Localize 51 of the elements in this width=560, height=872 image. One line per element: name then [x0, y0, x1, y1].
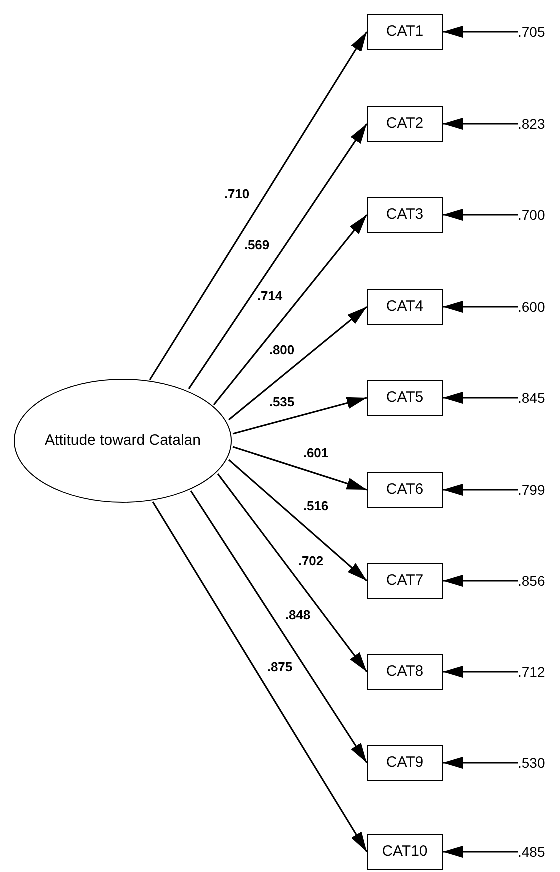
observed-variable-box: CAT8	[367, 654, 443, 690]
edge-label: .601	[303, 446, 329, 460]
error-value: .485	[518, 842, 558, 862]
error-value: .712	[518, 662, 558, 682]
arrow	[443, 575, 518, 587]
error-value: .600	[518, 297, 558, 317]
edge-label: .710	[224, 188, 250, 200]
edge-label: .714	[257, 290, 283, 302]
arrow	[213, 214, 368, 406]
error-value: .823	[518, 114, 558, 134]
arrow	[190, 490, 368, 764]
arrow	[232, 446, 368, 491]
error-value: .856	[518, 571, 558, 591]
arrow	[443, 392, 518, 404]
edge-label: .702	[298, 554, 324, 568]
arrow	[217, 474, 368, 672]
arrow	[188, 124, 368, 390]
edge-label: .569	[244, 238, 270, 252]
observed-variable-box: CAT9	[367, 745, 443, 781]
observed-variable-box: CAT3	[367, 197, 443, 233]
observed-variable-box: CAT1	[367, 14, 443, 50]
arrow	[443, 26, 518, 38]
arrow	[232, 397, 368, 435]
error-value: .530	[518, 753, 558, 773]
arrow	[152, 502, 368, 852]
observed-variable-box: CAT5	[367, 380, 443, 416]
edge-label: .800	[269, 344, 295, 356]
error-value: .845	[518, 388, 558, 408]
error-value: .799	[518, 480, 558, 500]
arrow	[228, 306, 368, 421]
arrow	[443, 846, 518, 858]
arrow	[443, 118, 518, 130]
edge-label: .875	[267, 660, 293, 674]
error-value: .705	[518, 22, 558, 42]
observed-variable-box: CAT6	[367, 472, 443, 508]
error-value: .700	[518, 205, 558, 225]
edge-label: .516	[303, 500, 329, 512]
arrow	[443, 757, 518, 769]
observed-variable-box: CAT7	[367, 563, 443, 599]
observed-variable-box: CAT4	[367, 289, 443, 325]
arrow	[228, 459, 368, 582]
arrow	[443, 666, 518, 678]
edge-label: .535	[269, 396, 295, 408]
arrow	[443, 209, 518, 221]
arrow	[443, 301, 518, 313]
observed-variable-box: CAT2	[367, 106, 443, 142]
edge-label: .848	[285, 608, 311, 622]
arrow	[443, 484, 518, 496]
arrow	[149, 32, 368, 380]
latent-variable-ellipse: Attitude toward Catalan	[14, 379, 232, 503]
observed-variable-box: CAT10	[367, 834, 443, 870]
